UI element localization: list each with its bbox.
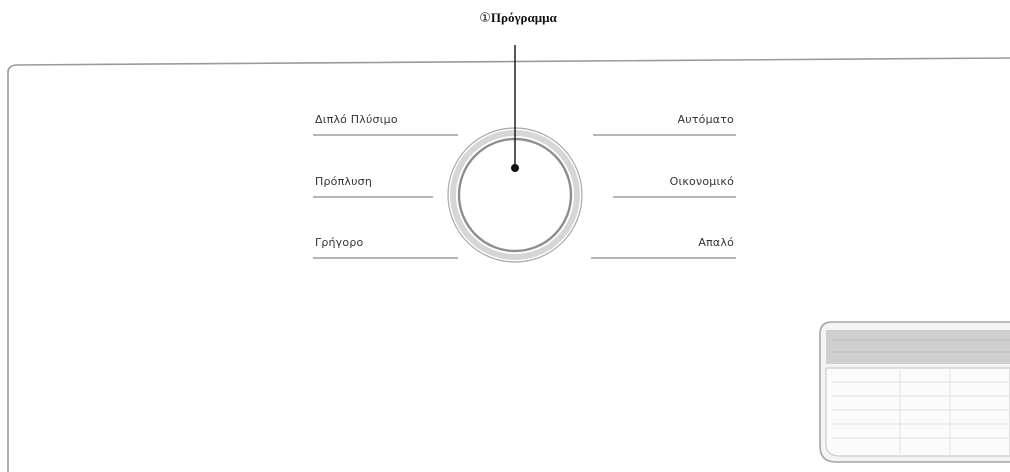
program-label-auto: Αυτόματο: [678, 113, 734, 126]
display-header: [826, 330, 1010, 364]
display-inner: [826, 368, 1010, 456]
program-label-gentle: Απαλό: [698, 236, 734, 249]
program-label-eco: Οικονομικό: [670, 175, 734, 188]
callout-dot: [511, 164, 519, 172]
callout-text: Πρόγραμμα: [491, 10, 557, 25]
program-label-quick: Γρήγορο: [315, 236, 363, 249]
callout-number: ①: [479, 11, 491, 26]
program-label-double-wash: Διπλό Πλύσιμο: [315, 113, 398, 126]
callout-label: ①Πρόγραμμα: [463, 10, 573, 26]
program-label-prewash: Πρόπλυση: [315, 175, 372, 188]
display-window: [820, 322, 1010, 462]
